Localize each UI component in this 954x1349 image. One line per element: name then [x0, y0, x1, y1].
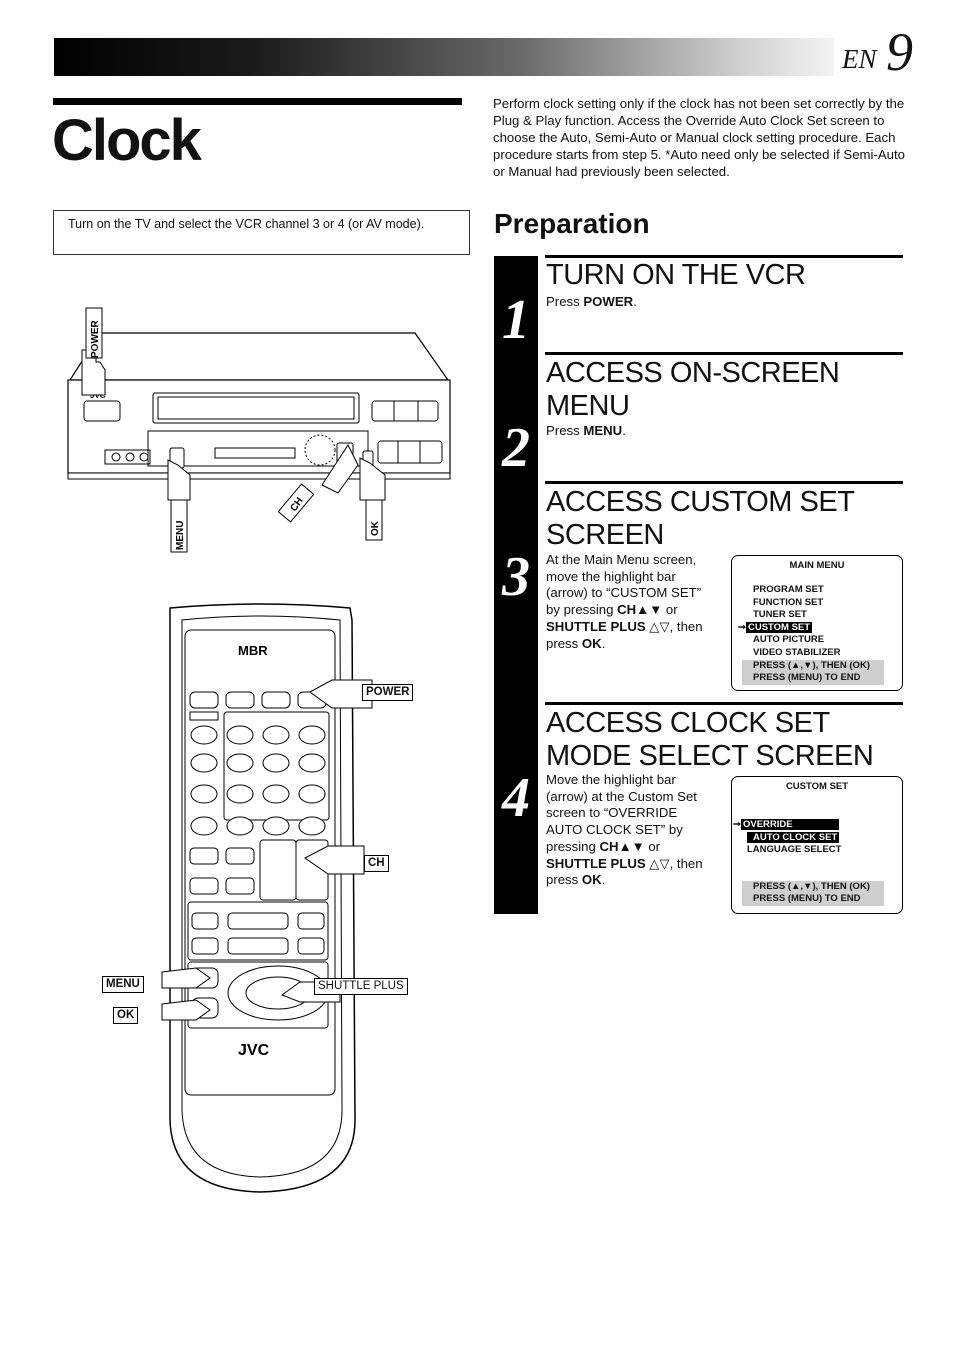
step-3-rule — [545, 481, 903, 484]
step-2-number: 2 — [502, 417, 530, 479]
header-gradient-bar — [54, 38, 834, 76]
main-menu-footer: PRESS (▲,▼), THEN (OK) PRESS (MENU) TO E… — [742, 660, 884, 685]
step-4-text: Move the highlight bar (arrow) at the Cu… — [546, 772, 703, 888]
custom-set-screen: CUSTOM SET ➞OVERRIDE AUTO CLOCK SET LANG… — [731, 776, 903, 914]
menu-item-video-stabilizer: VIDEO STABILIZER — [753, 647, 841, 658]
step-3-heading: ACCESS CUSTOM SET SCREEN — [546, 486, 854, 551]
step-1-heading: TURN ON THE VCR — [546, 259, 806, 291]
step-3-text: At the Main Menu screen, move the highli… — [546, 552, 703, 651]
vcr-ok-label: OK — [370, 520, 381, 536]
menu-item-custom-set: ➞CUSTOM SET — [738, 622, 813, 633]
menu-item-language-select: LANGUAGE SELECT — [747, 844, 842, 855]
step-4-heading: ACCESS CLOCK SET MODE SELECT SCREEN — [546, 707, 874, 772]
remote-shuttle-label: SHUTTLE PLUS — [314, 978, 408, 995]
step-1-number: 1 — [502, 289, 530, 351]
arrow-icon: ➞ — [738, 622, 746, 633]
menu-item-auto-clock-set: AUTO CLOCK SET — [747, 832, 840, 844]
remote-power-label: POWER — [362, 684, 414, 701]
remote-logo: MBR — [238, 643, 268, 658]
step-1-text: Press POWER. — [546, 294, 637, 309]
title-rule — [53, 98, 462, 105]
main-menu-title: MAIN MENU — [789, 560, 845, 571]
menu-item-program-set: PROGRAM SET — [753, 584, 824, 595]
vcr-menu-label: MENU — [175, 521, 186, 550]
vcr-illustration: JVC POWER MENU CH OK — [67, 307, 451, 553]
step-4-rule — [545, 702, 903, 705]
remote-menu-label: MENU — [102, 976, 144, 993]
main-menu-screen: MAIN MENU PROGRAM SET FUNCTION SET TUNER… — [731, 555, 903, 691]
step-1-rule — [545, 255, 903, 258]
arrow-icon: ➞ — [733, 819, 741, 830]
intro-paragraph: Perform clock setting only if the clock … — [493, 96, 905, 179]
page-number: 9 — [886, 22, 913, 82]
remote-ok-label: OK — [113, 1007, 139, 1024]
menu-item-function-set: FUNCTION SET — [753, 597, 824, 608]
step-3-number: 3 — [502, 546, 530, 608]
remote-brand: JVC — [238, 1042, 270, 1059]
menu-item-tuner-set: TUNER SET — [753, 609, 807, 620]
preparation-heading: Preparation — [494, 208, 650, 239]
language-code: EN — [842, 44, 877, 74]
steps-band — [494, 256, 538, 914]
menu-item-override: ➞OVERRIDE — [733, 819, 839, 831]
remote-ch-label: CH — [364, 855, 389, 872]
menu-item-auto-picture: AUTO PICTURE — [753, 634, 825, 645]
step-2-heading: ACCESS ON-SCREEN MENU — [546, 357, 840, 422]
page-title: Clock — [52, 108, 202, 173]
vcr-power-label: POWER — [90, 319, 101, 358]
step-4-number: 4 — [502, 767, 530, 829]
custom-set-title: CUSTOM SET — [785, 781, 849, 792]
remote-illustration: MBR JVC — [161, 603, 373, 1193]
step-2-text: Press MENU. — [546, 423, 626, 438]
custom-set-footer: PRESS (▲,▼), THEN (OK) PRESS (MENU) TO E… — [742, 881, 884, 906]
step-2-rule — [545, 352, 903, 355]
note-box: Turn on the TV and select the VCR channe… — [53, 210, 470, 255]
